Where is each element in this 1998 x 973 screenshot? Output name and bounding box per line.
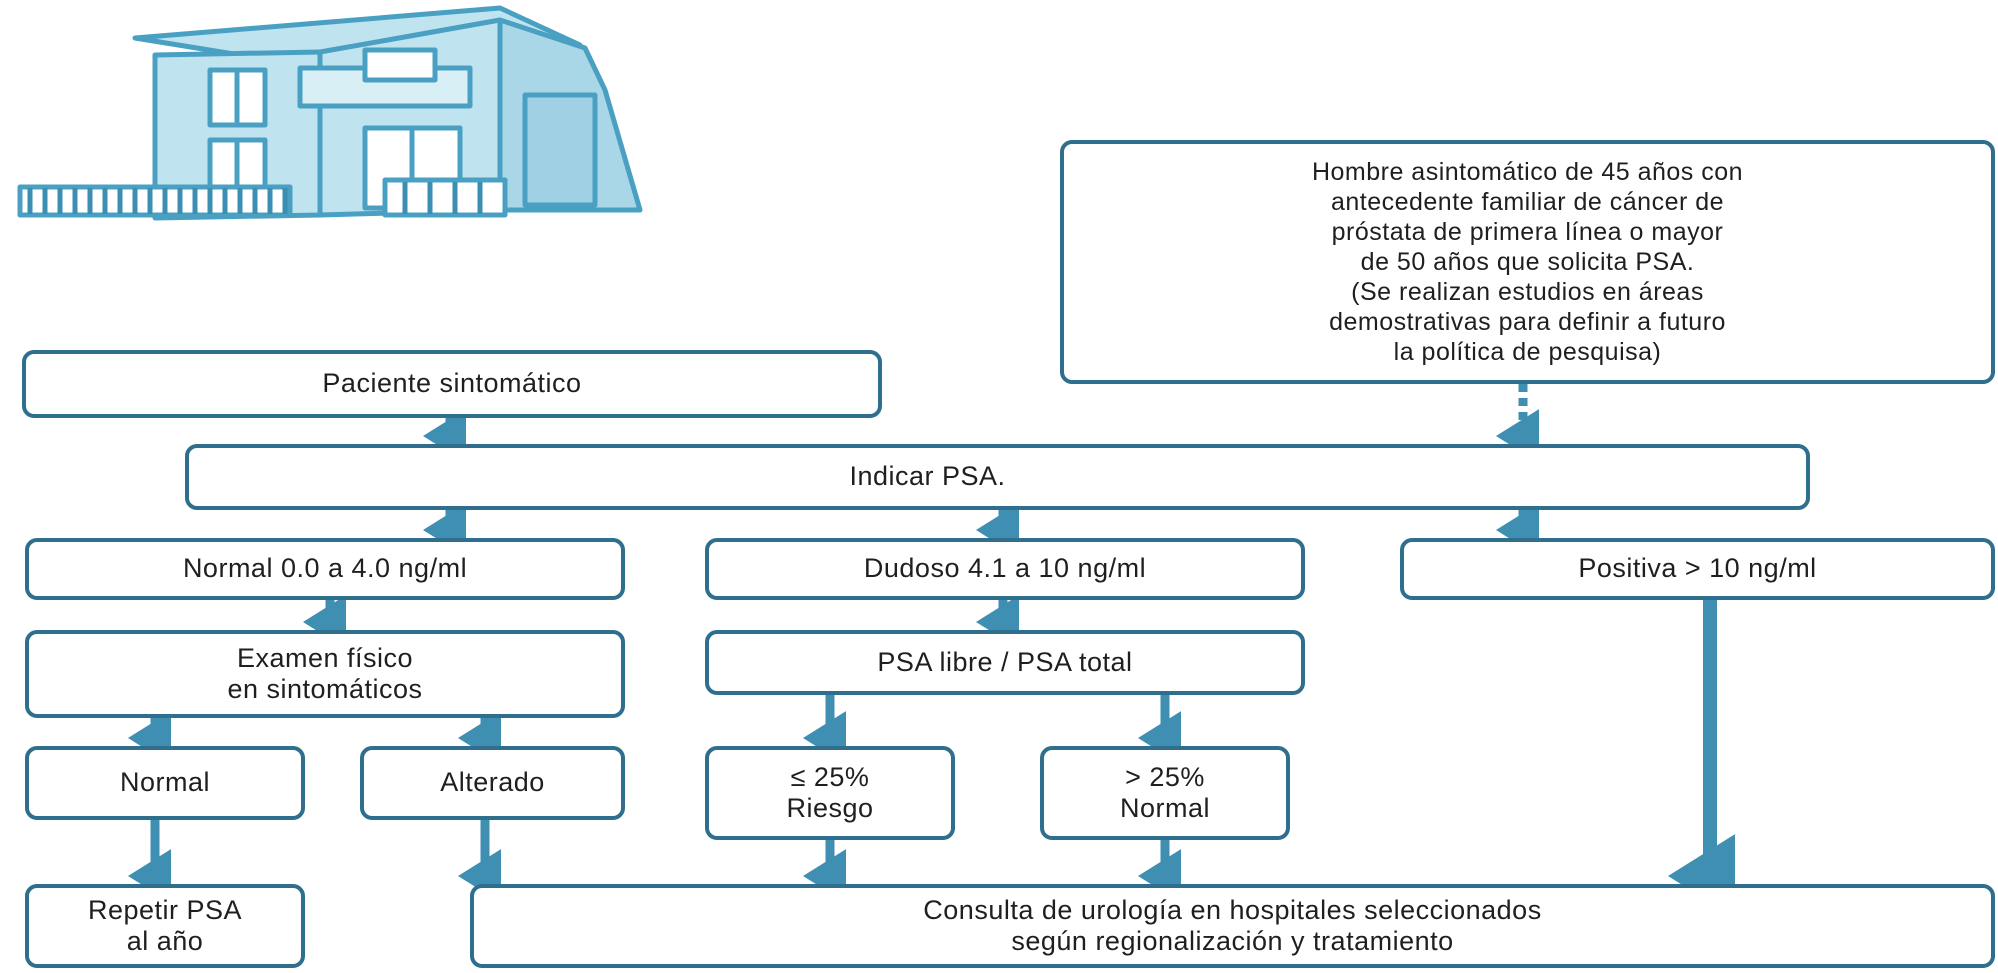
urology-consult-box: Consulta de urología en hospitales selec… xyxy=(470,884,1995,968)
repeat-psa-box: Repetir PSA al año xyxy=(25,884,305,968)
exam-altered-box: Alterado xyxy=(360,746,625,820)
symptomatic-patient-box: Paciente sintomático xyxy=(22,350,882,418)
normal-range-box: Normal 0.0 a 4.0 ng/ml xyxy=(25,538,625,600)
asymptomatic-man-box: Hombre asintomático de 45 años con antec… xyxy=(1060,140,1995,384)
psa-ratio-box: PSA libre / PSA total xyxy=(705,630,1305,695)
risk-box: ≤ 25% Riesgo xyxy=(705,746,955,840)
asymptomatic-man-text: Hombre asintomático de 45 años con antec… xyxy=(1311,158,1744,366)
doubtful-range-box: Dudoso 4.1 a 10 ng/ml xyxy=(705,538,1305,600)
normal-over-25-box: > 25% Normal xyxy=(1040,746,1290,840)
positive-range-box: Positiva > 10 ng/ml xyxy=(1400,538,1995,600)
physical-exam-box: Examen físico en sintomáticos xyxy=(25,630,625,718)
exam-normal-box: Normal xyxy=(25,746,305,820)
hospital-building-illustration xyxy=(17,5,643,221)
indicate-psa-box: Indicar PSA. xyxy=(185,444,1810,510)
